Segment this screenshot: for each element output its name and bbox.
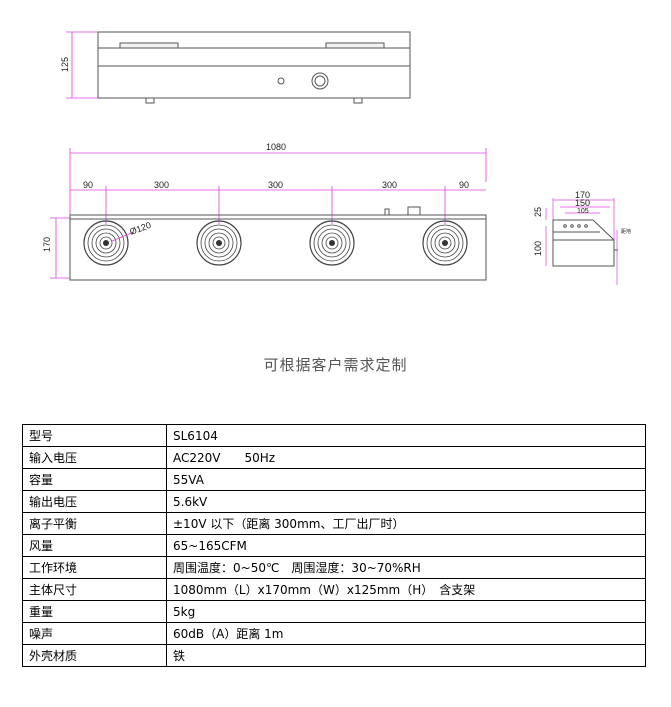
spec-key: 容量: [22, 468, 167, 491]
spec-value: 55VA: [166, 468, 646, 491]
spec-key: 型号: [22, 424, 167, 447]
segment-label-2: 300: [154, 180, 169, 190]
fan-group: [83, 220, 468, 266]
spec-key: 输出电压: [22, 490, 167, 513]
end-view-note: 距地: [621, 228, 631, 235]
technical-drawing: 125 1080 90 300 300 300 90 170 Ø120: [42, 31, 631, 285]
end-height-100: 100: [533, 241, 543, 256]
end-view-dimensions: [545, 198, 618, 285]
segment-label-3: 300: [268, 180, 283, 190]
front-height-label: 170: [42, 237, 52, 252]
end-width-170: 170: [575, 190, 590, 200]
spec-value: 铁: [166, 644, 646, 667]
spec-value: 1080mm（L）x170mm（W）x125mm（H） 含支架: [166, 578, 646, 601]
end-height-25: 25: [533, 207, 543, 217]
spec-value: 65~165CFM: [166, 534, 646, 557]
fan-grille-4: [422, 220, 468, 266]
front-view: [69, 206, 487, 281]
fan-grille-1: [83, 220, 129, 266]
spec-key: 工作环境: [22, 556, 167, 579]
spec-row: 离子平衡±10V 以下（距离 300mm、工厂出厂时）: [22, 512, 646, 535]
spec-value: 60dB（A）距离 1m: [166, 622, 646, 645]
spec-value: 5kg: [166, 600, 646, 623]
spec-key: 噪声: [22, 622, 167, 645]
side-height-label: 125: [60, 57, 70, 72]
custom-caption: 可根据客户需求定制: [263, 356, 408, 374]
spec-key: 输入电压: [22, 446, 167, 469]
segment-label-4: 300: [382, 180, 397, 190]
length-dimension: [50, 148, 487, 279]
spec-key: 重量: [22, 600, 167, 623]
end-width-105: 105: [577, 208, 589, 215]
segment-label-1: 90: [83, 180, 93, 190]
spec-key: 主体尺寸: [22, 578, 167, 601]
fan-diameter-leader: [111, 231, 135, 242]
side-view: [97, 31, 411, 104]
spec-row: 工作环境周围温度：0~50℃ 周围湿度：30~70%RH: [22, 556, 646, 579]
spec-value: AC220V 50Hz: [166, 446, 646, 469]
spec-value: 5.6kV: [166, 490, 646, 513]
spec-value: 周围温度：0~50℃ 周围湿度：30~70%RH: [166, 556, 646, 579]
total-length-label: 1080: [266, 142, 286, 152]
end-view: [552, 219, 618, 267]
spec-key: 外壳材质: [22, 644, 167, 667]
spec-key: 离子平衡: [22, 512, 167, 535]
spec-key: 风量: [22, 534, 167, 557]
spec-value: SL6104: [166, 424, 646, 447]
spec-row: 外壳材质铁: [22, 644, 646, 667]
spec-value: ±10V 以下（距离 300mm、工厂出厂时）: [166, 512, 646, 535]
fan-grille-2: [196, 220, 242, 266]
side-height-dimension: [66, 31, 98, 99]
fan-diameter-label: Ø120: [128, 220, 152, 237]
segment-label-5: 90: [459, 180, 469, 190]
fan-grille-3: [309, 220, 355, 266]
end-width-150: 150: [575, 198, 590, 208]
